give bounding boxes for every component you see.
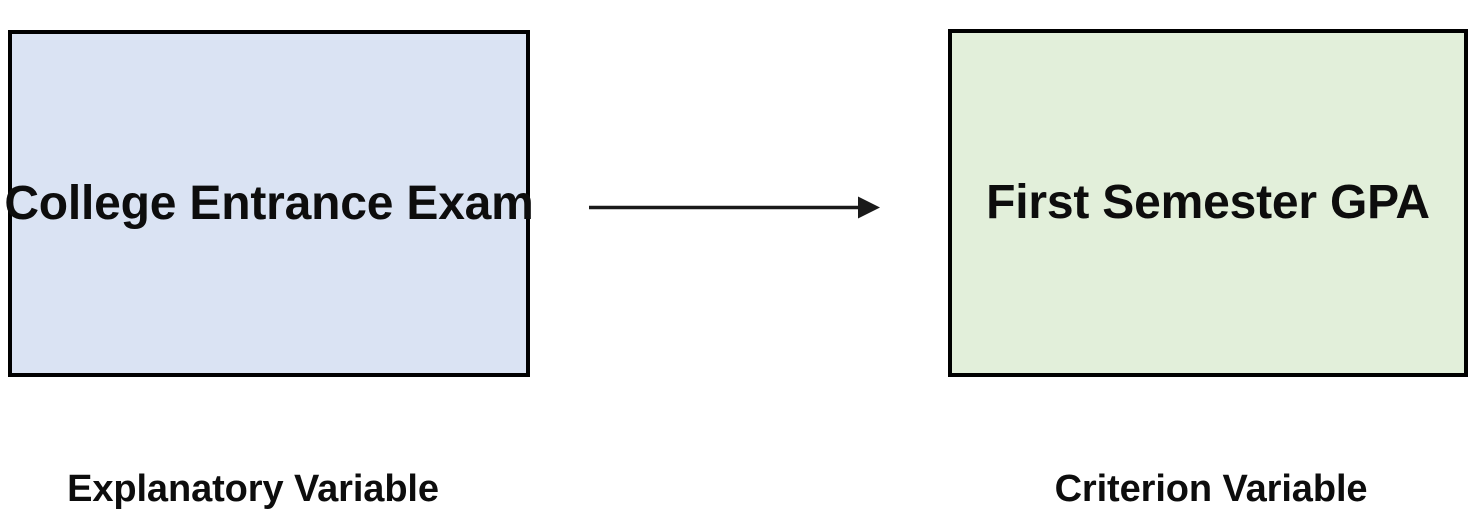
explanatory-variable-box-label: College Entrance Exam xyxy=(4,176,534,230)
right-arrow-svg xyxy=(589,196,880,219)
criterion-variable-caption: Criterion Variable xyxy=(1054,468,1368,510)
explanatory-variable-box[interactable]: College Entrance Exam xyxy=(4,30,534,377)
right-arrow-icon xyxy=(580,185,890,230)
explanatory-variable-caption: Explanatory Variable xyxy=(67,468,439,510)
criterion-variable-box-label: First Semester GPA xyxy=(986,176,1430,229)
criterion-variable-box[interactable]: First Semester GPA xyxy=(948,29,1468,377)
arrow-head xyxy=(858,196,880,219)
